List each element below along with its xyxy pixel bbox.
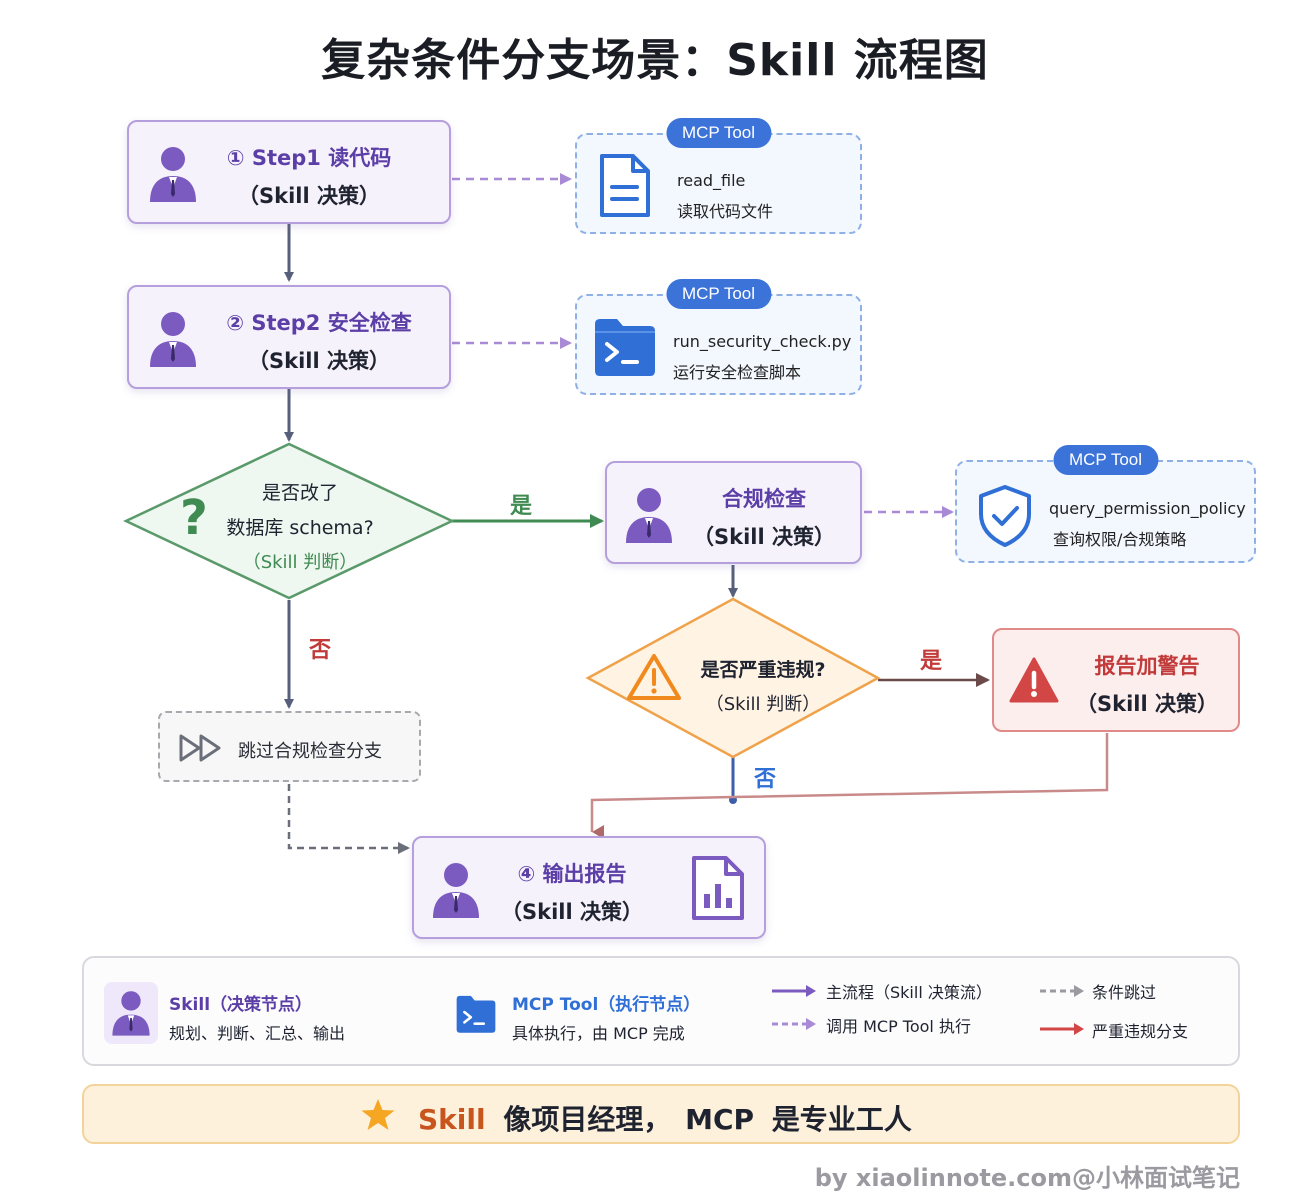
step2-subtitle: （Skill 决策） <box>248 349 390 373</box>
footer-skill: Skill <box>418 1103 486 1136</box>
footer-slogan: Skill 像项目经理， MCP 是专业工人 <box>418 1098 912 1138</box>
tool-desc: 查询权限/合规策略 <box>1053 530 1187 549</box>
legend-skill-desc: 规划、判断、汇总、输出 <box>169 1024 346 1043</box>
report-warning-node[interactable]: 报告加警告 （Skill 决策） <box>992 628 1240 732</box>
step1-title: ① Step1 读代码 <box>226 146 392 170</box>
tool-desc: 读取代码文件 <box>677 202 774 221</box>
footer-worker: 是专业工人 <box>771 1103 912 1136</box>
output-report-node[interactable]: ④ 输出报告 （Skill 决策） <box>412 836 766 939</box>
legend-skill-swatch <box>104 982 158 1044</box>
question-icon: ? <box>180 490 208 546</box>
output-subtitle: （Skill 决策） <box>501 900 643 924</box>
person-icon <box>150 312 196 367</box>
decision-schema-line2: 数据库 schema? <box>226 517 374 539</box>
output-title: ④ 输出报告 <box>517 862 627 886</box>
mcp-tool-badge: MCP Tool <box>665 279 772 309</box>
decision-schema-line1: 是否改了 <box>261 482 338 504</box>
decision-schema: 是否改了 数据库 schema? （Skill 判断） <box>190 478 390 574</box>
edge-label-violation-no: 否 <box>754 767 777 792</box>
mcp-tool-permission-policy[interactable]: MCP Tool query_permission_policy 查询权限/合规… <box>955 445 1256 563</box>
compliance-title: 合规检查 <box>722 487 806 511</box>
credit-watermark: by xiaolinnote.com@小林面试笔记 <box>814 1164 1240 1192</box>
step2-title: ② Step2 安全检查 <box>226 311 412 335</box>
decision-violation-line2: （Skill 判断） <box>705 694 821 715</box>
tool-desc: 运行安全检查脚本 <box>673 363 802 382</box>
step2-node[interactable]: ② Step2 安全检查 （Skill 决策） <box>127 285 451 389</box>
person-icon <box>626 488 672 543</box>
star-icon <box>361 1099 395 1130</box>
legend-cond-skip: 条件跳过 <box>1092 983 1157 1002</box>
legend-call-mcp: 调用 MCP Tool 执行 <box>826 1017 971 1036</box>
legend-arrow-samples <box>772 985 816 1030</box>
fast-forward-icon <box>179 734 221 762</box>
decision-schema-shape <box>123 442 455 600</box>
legend-skill-title: Skill（决策节点） <box>169 995 313 1015</box>
alert-icon <box>1009 657 1059 703</box>
decision-schema-line3: （Skill 判断） <box>242 552 358 573</box>
terminal-folder-icon <box>595 319 655 376</box>
legend-mcp-desc: 具体执行，由 MCP 完成 <box>512 1024 685 1043</box>
decision-violation-line1: 是否严重违规? <box>700 659 826 681</box>
person-icon <box>150 147 196 202</box>
skip-label: 跳过合规检查分支 <box>238 741 382 762</box>
tool-name: read_file <box>677 171 746 190</box>
report-chart-icon <box>692 856 744 920</box>
edge-label-schema-no: 否 <box>309 638 332 663</box>
footer-banner: Skill 像项目经理， MCP 是专业工人 <box>82 1084 1240 1144</box>
edge-warning-output <box>590 733 1109 839</box>
decision-violation-shape <box>585 597 881 759</box>
footer-pm: 像项目经理， <box>503 1103 672 1136</box>
legend-main-flow: 主流程（Skill 决策流） <box>826 983 992 1002</box>
decision-violation: 是否严重违规? （Skill 判断） <box>688 655 838 716</box>
legend-mcp-title: MCP Tool（执行节点） <box>512 995 701 1015</box>
legend-panel: Skill（决策节点） 规划、判断、汇总、输出 MCP Tool（执行节点） 具… <box>82 956 1240 1066</box>
tool-name: query_permission_policy <box>1049 499 1246 518</box>
edge-label-schema-yes: 是 <box>510 494 533 519</box>
compliance-subtitle: （Skill 决策） <box>693 525 835 549</box>
file-icon <box>600 154 650 217</box>
person-icon <box>433 863 479 918</box>
report-warning-title: 报告加警告 <box>1094 654 1200 678</box>
edge-label-violation-yes: 是 <box>920 649 943 674</box>
step1-subtitle: （Skill 决策） <box>238 184 380 208</box>
mcp-tool-read-file[interactable]: MCP Tool read_file 读取代码文件 <box>575 118 862 234</box>
warning-icon <box>627 654 681 700</box>
footer-mcp: MCP <box>685 1103 755 1136</box>
mcp-tool-security-check[interactable]: MCP Tool run_security_check.py 运行安全检查脚本 <box>575 279 862 395</box>
skip-compliance-node[interactable]: 跳过合规检查分支 <box>158 711 421 782</box>
mcp-tool-badge: MCP Tool <box>1052 445 1159 475</box>
compliance-node[interactable]: 合规检查 （Skill 决策） <box>605 461 862 564</box>
step1-node[interactable]: ① Step1 读代码 （Skill 决策） <box>127 120 451 224</box>
shield-check-icon <box>979 485 1031 547</box>
report-warning-subtitle: （Skill 决策） <box>1076 692 1218 716</box>
page-title: 复杂条件分支场景：Skill 流程图 <box>321 35 989 86</box>
mcp-tool-badge: MCP Tool <box>665 118 772 148</box>
terminal-folder-icon <box>456 995 496 1033</box>
legend-branch-samples <box>1040 985 1084 1035</box>
edge-skip-output <box>287 784 410 854</box>
person-icon <box>112 991 150 1036</box>
tool-name: run_security_check.py <box>673 332 852 351</box>
legend-violation-branch: 严重违规分支 <box>1092 1022 1189 1041</box>
